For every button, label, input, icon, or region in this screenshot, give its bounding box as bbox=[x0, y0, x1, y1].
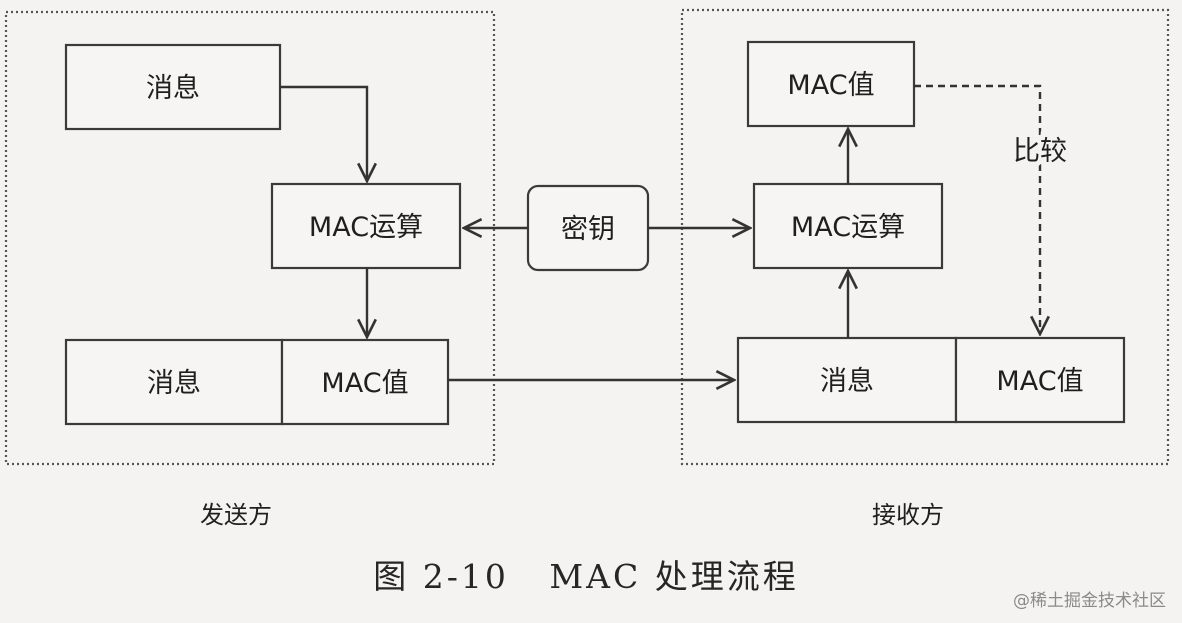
receiver-mac-box bbox=[954, 336, 1126, 424]
receiver-mac-value-box bbox=[746, 40, 916, 128]
sender-region-label: 发送方 bbox=[200, 501, 272, 529]
receiver-message-label: 消息 bbox=[820, 366, 874, 397]
arrow-message-to-mac-compute bbox=[280, 85, 367, 181]
key-label: 密钥 bbox=[561, 214, 615, 245]
receiver-mac-compute-label: MAC运算 bbox=[791, 212, 905, 243]
receiver-region-label: 接收方 bbox=[872, 501, 944, 529]
receiver-mac-value-label: MAC值 bbox=[787, 70, 874, 101]
sender-output-mac-label: MAC值 bbox=[321, 368, 408, 399]
sender-mac-compute-box bbox=[270, 182, 462, 270]
figure-caption: 图 2-10 MAC 处理流程 bbox=[373, 557, 798, 596]
sender-message-label: 消息 bbox=[146, 73, 200, 104]
receiver-mac-compute-box bbox=[752, 182, 944, 270]
sender-message-box bbox=[64, 43, 282, 131]
sender-output-mac-box bbox=[280, 338, 450, 426]
watermark: @稀土掘金技术社区 bbox=[1013, 591, 1166, 611]
receiver-mac-label: MAC值 bbox=[996, 366, 1083, 397]
compare-label: 比较 bbox=[1013, 136, 1067, 167]
compare-dashed-line bbox=[914, 84, 1040, 334]
sender-output-message-box bbox=[64, 338, 284, 426]
sender-mac-compute-label: MAC运算 bbox=[309, 212, 423, 243]
sender-output-message-label: 消息 bbox=[147, 368, 201, 399]
